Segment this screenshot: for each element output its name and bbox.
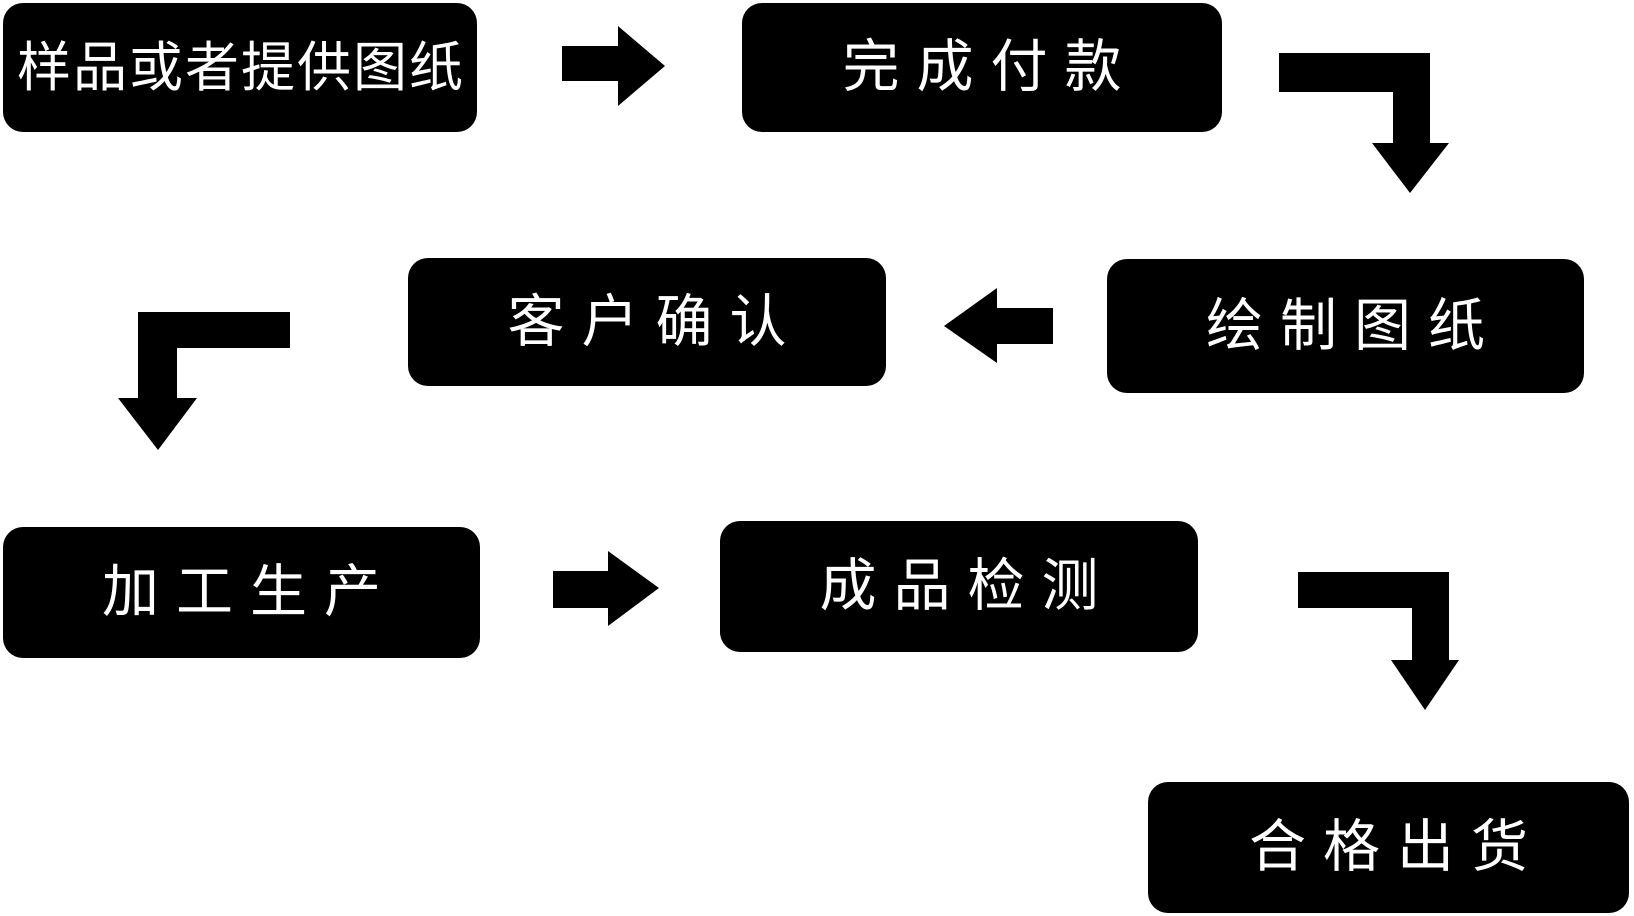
node-label: 客户确认 (507, 288, 804, 355)
node-label: 绘制图纸 (1206, 292, 1502, 359)
arrow-left-icon (944, 288, 1053, 363)
arrow-right-icon (553, 551, 659, 626)
node-label: 样品或者提供图纸 (17, 35, 465, 99)
node-label: 完成付款 (842, 34, 1139, 100)
node-customer-confirmation: 客户确认 (408, 258, 886, 386)
arrow-elbow-down-icon (1279, 53, 1449, 193)
node-label: 加工生产 (102, 559, 398, 625)
arrow-elbow-down-icon (1298, 572, 1459, 710)
arrow-right-icon (562, 26, 665, 106)
node-label: 成品检测 (819, 553, 1116, 619)
node-finished-product-inspection: 成品检测 (720, 521, 1198, 652)
node-draw-drawings: 绘制图纸 (1107, 259, 1584, 393)
node-label: 合格出货 (1249, 814, 1545, 880)
node-qualified-shipment: 合格出货 (1148, 782, 1629, 913)
node-sample-or-provide-drawings: 样品或者提供图纸 (3, 3, 477, 132)
arrow-elbow-down-icon (118, 312, 290, 450)
node-processing-production: 加工生产 (3, 527, 480, 658)
node-complete-payment: 完成付款 (742, 3, 1222, 132)
